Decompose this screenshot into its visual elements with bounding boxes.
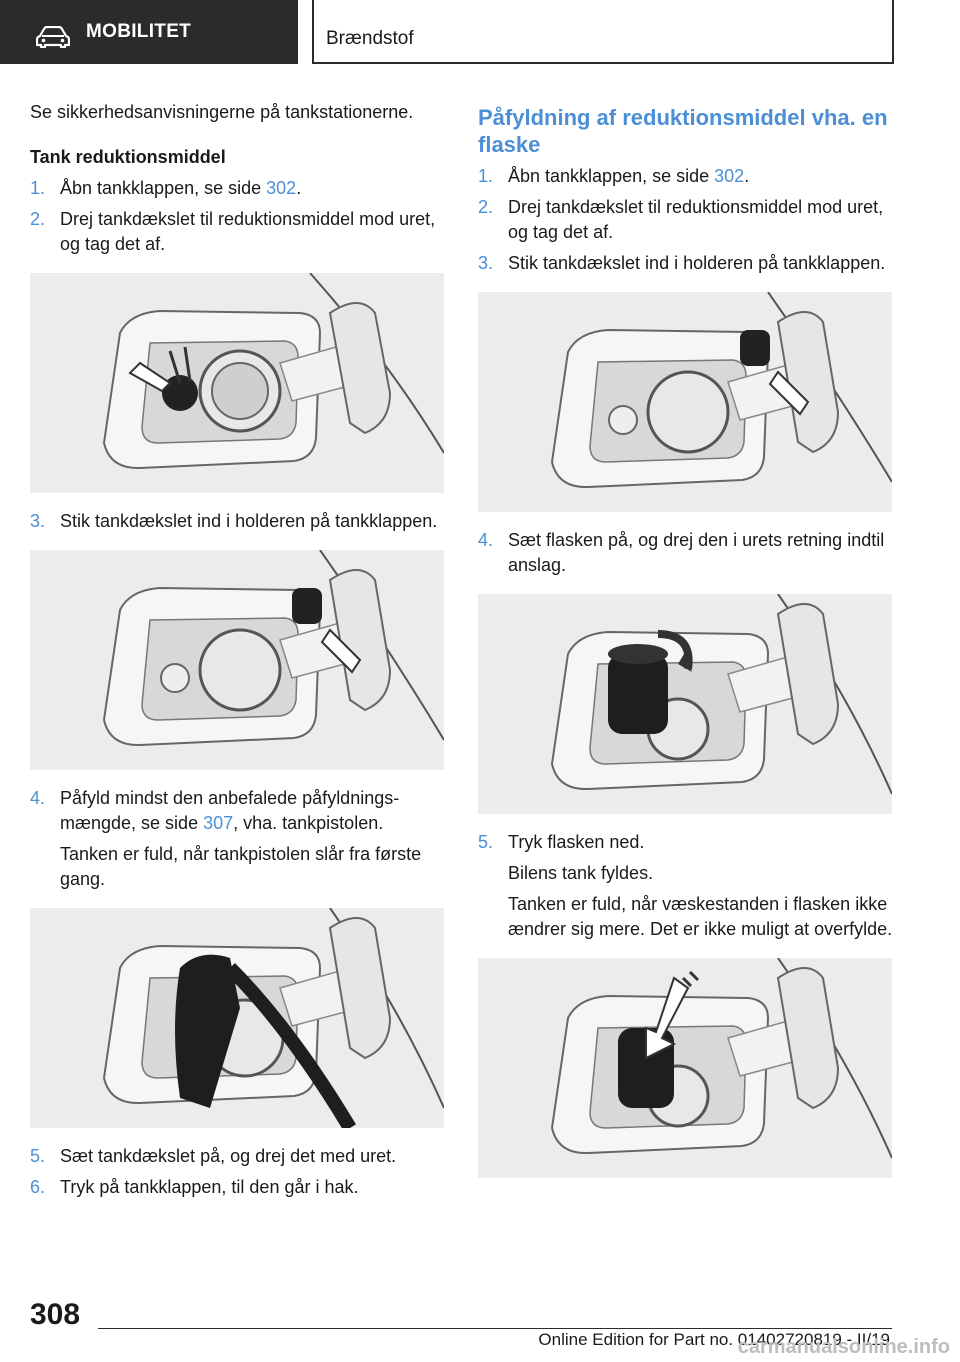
right-steps-b: 4.Sæt flasken på, og drej den i urets re… <box>478 528 894 578</box>
illustration-attach-bottle <box>478 594 892 814</box>
list-item: 5.Sæt tankdækslet på, og drej det med ur… <box>30 1146 397 1166</box>
page-ref-link[interactable]: 302 <box>714 166 745 186</box>
list-item: 1.Åbn tankklappen, se side 302. <box>30 178 302 198</box>
left-steps-b: 3.Stik tankdækslet ind i holderen på tan… <box>30 509 446 534</box>
footer-divider <box>98 1328 892 1329</box>
illustration-store-cap-bottle <box>478 292 892 512</box>
list-item: 3.Stik tankdækslet ind i holderen på tan… <box>478 253 886 273</box>
list-item: 2.Drej tankdækslet til reduktionsmiddel … <box>30 209 436 254</box>
section-heading: Påfyldning af reduktionsmiddel vha. en f… <box>478 105 888 157</box>
illustration-press-bottle <box>478 958 892 1178</box>
page-number: 308 <box>30 1298 81 1331</box>
car-icon <box>36 26 70 48</box>
list-item: 4.Påfyld mindst den anbefalede påfyldnin… <box>30 788 422 889</box>
edition-text: Online Edition for Part no. 01402720819 … <box>538 1330 890 1349</box>
left-steps-a: 1.Åbn tankklappen, se side 302. 2.Drej t… <box>30 176 446 257</box>
watermark: carmanualsonline.info <box>737 1336 950 1358</box>
list-item: 6.Tryk på tankklappen, til den går i hak… <box>30 1177 359 1197</box>
list-item: 2.Drej tankdækslet til reduktionsmiddel … <box>478 197 884 242</box>
list-item: 3.Stik tankdækslet ind i holderen på tan… <box>30 511 438 531</box>
list-item: 4.Sæt flasken på, og drej den i urets re… <box>478 530 885 575</box>
list-item: 5.Tryk flasken ned.Bilens tank fyldes.Ta… <box>478 832 893 939</box>
right-steps-a: 1.Åbn tankklappen, se side 302. 2.Drej t… <box>478 164 894 276</box>
left-steps-d: 5.Sæt tankdækslet på, og drej det med ur… <box>30 1144 446 1200</box>
section-label: MOBILITET <box>86 21 192 42</box>
left-column: Se sikkerhedsanvisningerne på tankstatio… <box>30 96 446 1200</box>
illustration-fuel-nozzle <box>30 908 444 1128</box>
page-ref-link[interactable]: 302 <box>266 178 297 198</box>
section-tab: MOBILITET <box>0 0 298 64</box>
page-header: MOBILITET Brændstof <box>0 0 960 66</box>
list-item: 1.Åbn tankklappen, se side 302. <box>478 166 750 186</box>
illustration-remove-cap <box>30 273 444 493</box>
left-steps-c: 4.Påfyld mindst den anbefalede påfyldnin… <box>30 786 446 892</box>
right-steps-c: 5.Tryk flasken ned.Bilens tank fyldes.Ta… <box>478 830 894 942</box>
subheading: Tank reduktionsmiddel <box>30 147 226 167</box>
intro-text: Se sikkerhedsanvisningerne på tankstatio… <box>30 102 414 122</box>
chapter-box: Brændstof <box>312 0 894 64</box>
illustration-store-cap <box>30 550 444 770</box>
page-ref-link[interactable]: 307 <box>203 813 234 833</box>
chapter-label: Brændstof <box>326 28 414 49</box>
right-column: Påfyldning af reduktionsmiddel vha. en f… <box>478 104 894 1194</box>
